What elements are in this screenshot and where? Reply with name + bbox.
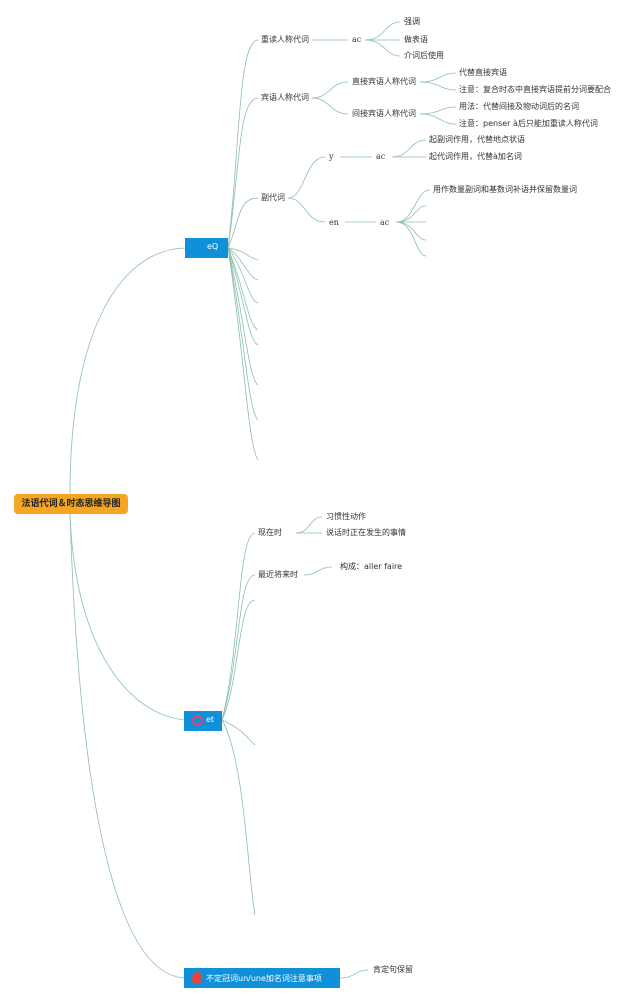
fire-icon bbox=[192, 972, 202, 984]
hub-articles[interactable]: 不定冠词un/une加名词注意事项 bbox=[184, 968, 340, 988]
leaf-stressed-2[interactable]: 做表语 bbox=[404, 35, 428, 44]
leaf-y-2[interactable]: 起代词作用，代替à加名词 bbox=[429, 152, 522, 161]
leaf-present-2[interactable]: 说话时正在发生的事情 bbox=[326, 528, 406, 537]
hub-tenses[interactable]: et bbox=[184, 711, 222, 731]
node-object-pronoun[interactable]: 宾语人称代词 bbox=[261, 93, 309, 102]
hub-articles-label: 不定冠词un/une加名词注意事项 bbox=[206, 974, 322, 983]
leaf-stressed-1[interactable]: 强调 bbox=[404, 17, 420, 26]
hub-tenses-label: et bbox=[206, 715, 215, 724]
node-stressed-mid[interactable]: ac bbox=[352, 35, 362, 44]
node-present-tense[interactable]: 现在时 bbox=[258, 528, 282, 537]
leaf-indirect-2[interactable]: 注意：penser à后只能加重读人称代词 bbox=[459, 119, 598, 128]
leaf-near-future-1[interactable]: 构成：aller faire bbox=[340, 562, 403, 571]
leaf-y-1[interactable]: 起副词作用，代替地点状语 bbox=[429, 135, 525, 144]
leaf-direct-2[interactable]: 注意：复合时态中直接宾语提前分词要配合 bbox=[459, 85, 611, 94]
node-adverbial-pronoun[interactable]: 副代词 bbox=[261, 193, 285, 202]
hub-pronouns[interactable]: eQ bbox=[185, 238, 228, 258]
node-en[interactable]: en bbox=[329, 218, 339, 227]
leaf-direct-1[interactable]: 代替直接宾语 bbox=[459, 68, 507, 77]
leaf-indirect-1[interactable]: 用法：代替间接及物动词后的名词 bbox=[459, 102, 579, 111]
node-y-mid[interactable]: ac bbox=[376, 152, 386, 161]
leaf-articles-1[interactable]: 肯定句保留 bbox=[373, 965, 413, 974]
node-near-future[interactable]: 最近将来时 bbox=[258, 570, 298, 579]
flower-icon bbox=[192, 715, 203, 726]
leaf-stressed-3[interactable]: 介词后使用 bbox=[404, 51, 444, 60]
node-stressed-pronoun[interactable]: 重读人称代词 bbox=[261, 35, 309, 44]
node-direct-object[interactable]: 直接宾语人称代词 bbox=[352, 77, 416, 86]
node-en-mid[interactable]: ac bbox=[380, 218, 390, 227]
hub-pronouns-label: eQ bbox=[207, 242, 219, 251]
node-y[interactable]: y bbox=[329, 152, 334, 161]
node-indirect-object[interactable]: 间接宾语人称代词 bbox=[352, 109, 416, 118]
leaf-present-1[interactable]: 习惯性动作 bbox=[326, 512, 366, 521]
leaf-en-1[interactable]: 用作数量副词和基数词补语并保留数量词 bbox=[433, 185, 577, 194]
root-topic[interactable]: 法语代词＆时态思维导图 bbox=[14, 494, 128, 514]
